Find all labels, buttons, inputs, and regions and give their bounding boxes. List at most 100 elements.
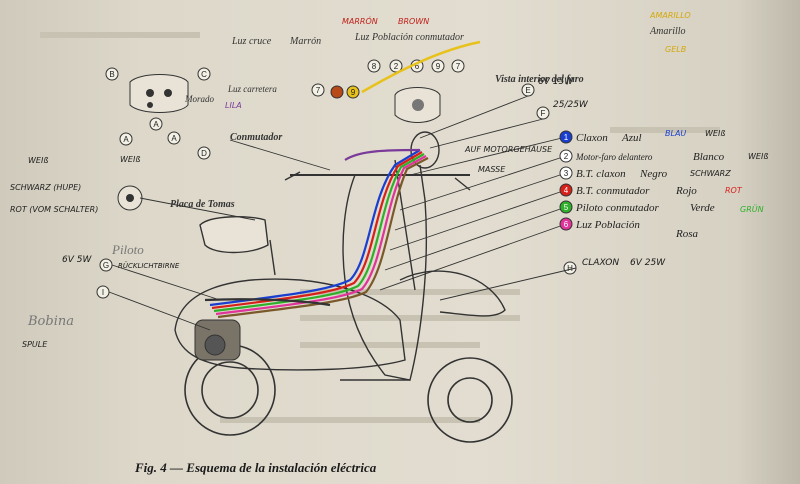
num: 2 (394, 62, 399, 71)
legend-num: 5 (564, 203, 569, 212)
legend-handwritten: BLAU WEIß WEIß SCHWARZ ROT GRÜN (665, 129, 768, 214)
legend-color-word: Negro (639, 168, 668, 180)
letter-marker-labels: B C A A A D E F G H I (102, 70, 573, 297)
legend-color-word: Blanco (693, 151, 725, 163)
switch-diagram (129, 74, 189, 113)
wiring-harness (204, 148, 429, 319)
spec-f: 25/25W (553, 100, 589, 110)
legend-marker-5 (559, 200, 573, 214)
num-marker (431, 59, 445, 73)
label-piloto: Piloto (111, 242, 144, 257)
legend-marker-1 (559, 130, 573, 144)
label-conmutador: Conmutador (230, 132, 282, 143)
num: 9 (351, 88, 356, 97)
hw-brown: BROWN (398, 17, 429, 26)
letter: B (109, 70, 114, 79)
label-luz-carretera: Luz carretera (227, 84, 277, 94)
num: 8 (372, 62, 377, 71)
letter: H (567, 264, 573, 273)
legend-marker-4 (559, 183, 573, 197)
spec-g-label: RÜCKLICHTBIRNE (118, 261, 180, 270)
letter: G (103, 261, 109, 270)
letter-markers (96, 67, 577, 299)
legend-markers (559, 130, 573, 231)
hw-gelb: GELB (665, 45, 686, 54)
hw-note: BLAU (665, 129, 686, 138)
legend-color-word: Rosa (675, 228, 699, 240)
hw-note: WEIß (705, 129, 725, 138)
legend-typed: Claxon (576, 132, 608, 144)
wire-black (204, 298, 331, 307)
headlamp-interior (394, 87, 441, 123)
legend-color-word: Verde (690, 202, 715, 214)
spec-g: 6V 5W (62, 255, 92, 265)
hw-amarillo: AMARILLO (649, 11, 691, 20)
letter: A (123, 135, 129, 144)
label-placa-tomas: Placa de Tomas (170, 199, 235, 210)
legend-num: 3 (564, 169, 569, 178)
label-luz-poblacion: Luz Población conmutador (354, 32, 464, 43)
legend-typed: B.T. conmutador (576, 185, 650, 197)
magneto (204, 334, 226, 356)
hw-lila: LILA (225, 101, 242, 110)
hw-spule: SPULE (22, 340, 48, 349)
label-marron: Marrón (289, 36, 321, 47)
switch-pin (146, 89, 154, 97)
legend-typed: B.T. claxon (576, 168, 626, 180)
handwritten-annotations: MARRÓN BROWN AMARILLO GELB LILA WEIß WEI… (10, 11, 691, 349)
letter: A (171, 134, 177, 143)
legend-marker-6 (559, 217, 573, 231)
legend-num: 1 (564, 133, 569, 142)
letter: A (153, 120, 159, 129)
switch-pin (164, 89, 172, 97)
num-marker-brown (330, 85, 344, 99)
legend-typed: Piloto conmutador (575, 202, 660, 214)
legend-color-word: Azul (621, 132, 642, 144)
front-wheel (427, 357, 513, 443)
num-marker (367, 59, 381, 73)
top-labels: Luz cruce Marrón Luz Población conmutado… (111, 26, 686, 257)
spec-e: 6V 15W (538, 77, 574, 87)
hw-schwarz: SCHWARZ (HUPE) (10, 183, 81, 192)
spec-h: 6V 25W (630, 258, 666, 268)
wire-pink (215, 155, 427, 316)
letter: F (541, 109, 546, 118)
wheels (184, 344, 513, 443)
marker-d (197, 146, 211, 160)
letter: D (201, 149, 207, 158)
num-marker-yellow (346, 85, 360, 99)
letter: I (102, 288, 104, 297)
seat (199, 216, 269, 254)
yellow-arrow (361, 40, 481, 94)
seat-post (269, 239, 276, 276)
wire-green (213, 153, 425, 313)
bulb (412, 99, 424, 111)
legend-num: 4 (564, 186, 569, 195)
hw-note: GRÜN (740, 204, 764, 214)
label-amarillo-typed: Amarillo (649, 26, 686, 37)
hw-note: SCHWARZ (690, 169, 731, 178)
switch-body (129, 74, 189, 113)
num-marker (311, 83, 325, 97)
marker-a (149, 117, 163, 131)
engine (194, 319, 241, 361)
hw-weiss: WEIß (28, 156, 48, 165)
label-luz-cruce: Luz cruce (231, 36, 272, 47)
wire-blue (209, 149, 421, 307)
marker-a (167, 131, 181, 145)
hw-marron: MARRÓN (342, 15, 378, 26)
label-morado: Morado (184, 94, 214, 104)
rear-cowling (174, 278, 406, 371)
marker-a (119, 132, 133, 146)
leader-lines (108, 95, 577, 331)
legend-typed-text: Claxon Motor-faro delantero B.T. claxon … (575, 132, 660, 231)
hw-weiss: WEIß (120, 155, 140, 164)
legend-numbers: 1 2 3 4 5 6 (564, 133, 569, 229)
legend-num: 6 (564, 220, 569, 229)
num-marker (451, 59, 465, 73)
figure-caption: Fig. 4 — Esquema de la instalación eléct… (134, 460, 377, 475)
hw-masse: MASSE (478, 165, 506, 174)
leg-shield (342, 164, 427, 381)
